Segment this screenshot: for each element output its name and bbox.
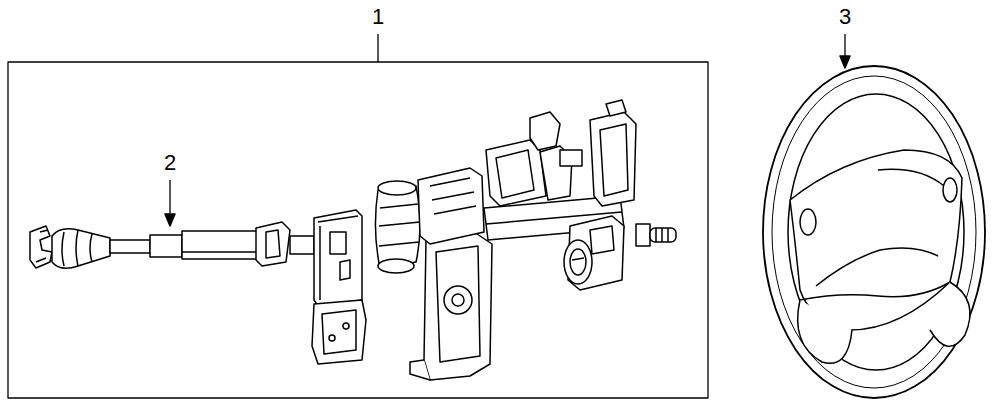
- group-frame: [8, 62, 708, 398]
- steering-column: [30, 100, 676, 380]
- callout-number: 1: [372, 6, 384, 28]
- callout-number: 3: [839, 6, 851, 28]
- arrow-head: [165, 214, 175, 226]
- steering-wheel: [763, 66, 985, 398]
- callout-number: 2: [164, 152, 176, 174]
- arrow-head: [840, 56, 850, 68]
- leader-line: [377, 34, 378, 62]
- leader-line: [169, 180, 170, 218]
